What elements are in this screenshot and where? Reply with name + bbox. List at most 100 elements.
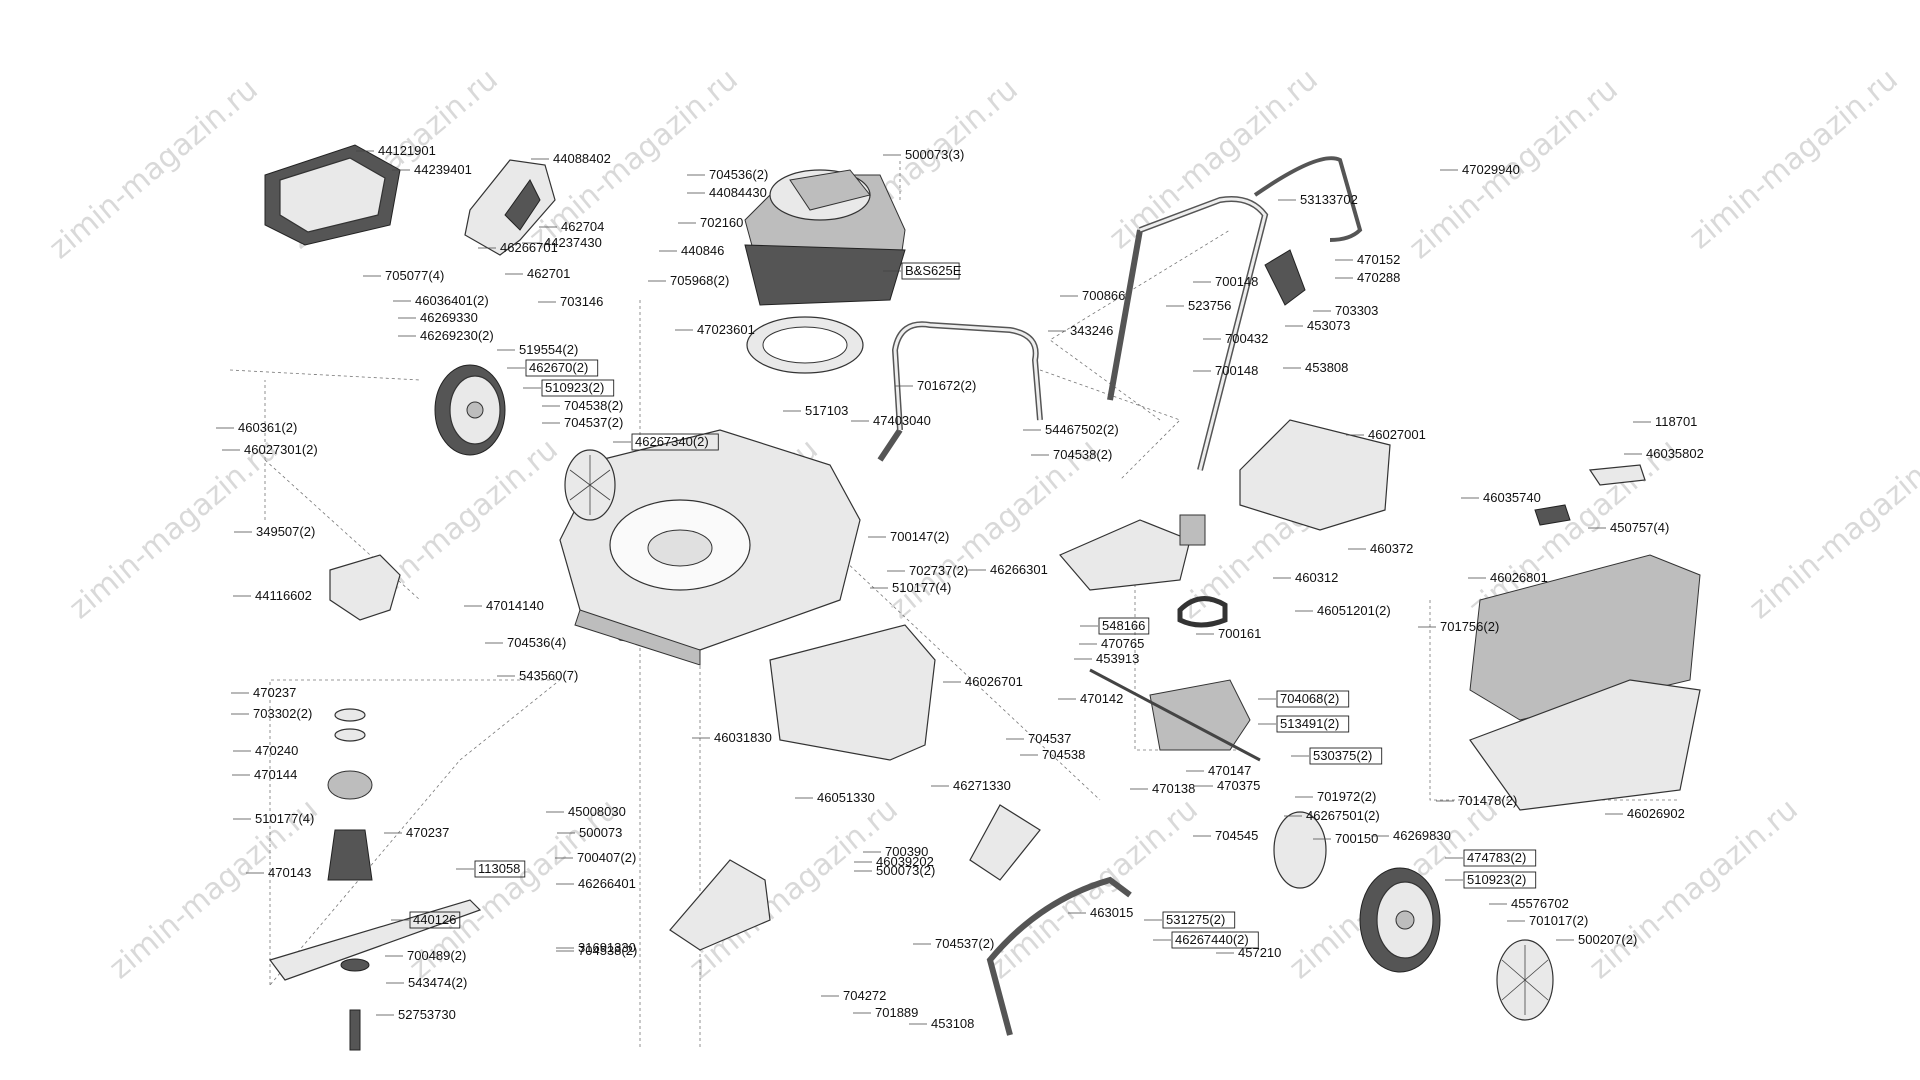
part-number-box xyxy=(1463,871,1537,889)
part-number-label: 46267340(2) xyxy=(635,434,709,449)
part-number-label: 47023601 xyxy=(697,322,755,337)
rear-flap xyxy=(464,159,556,256)
part-number-label: 46267440(2) xyxy=(1175,932,1249,947)
part-number-label: 470138 xyxy=(1152,781,1195,796)
hubcap-rear xyxy=(1496,939,1554,1021)
part-number-label: 46031830 xyxy=(714,730,772,745)
part-number-label: 46026902 xyxy=(1627,806,1685,821)
part-number-label: 474783(2) xyxy=(1467,850,1526,865)
part-labels: 441219014423940144088402704536(2)4408443… xyxy=(216,143,1704,1031)
part-number-label: 343246 xyxy=(1070,323,1113,338)
mulch-plug xyxy=(669,859,771,951)
part-number-label: 470147 xyxy=(1208,763,1251,778)
part-number-label: 47403040 xyxy=(873,413,931,428)
grass-deflector xyxy=(1059,514,1206,591)
part-number-label: 44116602 xyxy=(255,588,312,603)
part-number-label: 44084430 xyxy=(709,185,767,200)
part-number-box xyxy=(901,262,960,280)
front-bumper xyxy=(329,554,401,621)
part-number-label: 470143 xyxy=(268,865,311,880)
part-number-label: 46269330 xyxy=(420,310,478,325)
part-number-label: 46036401(2) xyxy=(415,293,489,308)
blade-assembly xyxy=(269,708,482,1051)
part-number-label: 543560(7) xyxy=(519,668,578,683)
part-number-box xyxy=(1276,715,1350,733)
part-number-label: 44237430 xyxy=(544,235,602,250)
part-number-label: 531275(2) xyxy=(1166,912,1225,927)
part-number-box xyxy=(409,911,461,929)
part-number-label: 701972(2) xyxy=(1317,789,1376,804)
part-number-label: 704545 xyxy=(1215,828,1258,843)
part-number-label: 700866 xyxy=(1082,288,1125,303)
lower-handle xyxy=(877,321,1043,462)
engine xyxy=(744,169,906,306)
part-number-label: 548166 xyxy=(1102,618,1145,633)
part-number-label: 510177(4) xyxy=(892,580,951,595)
part-number-label: 519554(2) xyxy=(519,342,578,357)
part-number-label: 453073 xyxy=(1307,318,1350,333)
part-number-label: 510177(4) xyxy=(255,811,314,826)
part-number-label: 700148 xyxy=(1215,363,1258,378)
part-number-label: 701672(2) xyxy=(917,378,976,393)
part-number-label: 46266701 xyxy=(500,240,558,255)
part-number-label: 704538(2) xyxy=(564,398,623,413)
part-number-label: 44121901 xyxy=(378,143,436,158)
part-number-label: 46039202 xyxy=(876,854,934,869)
part-number-label: 31691330 xyxy=(578,940,636,955)
rear-wheel xyxy=(1359,867,1441,973)
rear-chute xyxy=(769,624,936,761)
part-number-box xyxy=(474,860,526,878)
hubcap-left xyxy=(564,449,616,521)
part-number-label: B&S625E xyxy=(905,263,962,278)
part-number-label: 510923(2) xyxy=(1467,872,1526,887)
part-number-label: 45008030 xyxy=(568,804,626,819)
part-number-label: 52753730 xyxy=(398,1007,456,1022)
part-number-label: 457210 xyxy=(1238,945,1281,960)
part-number-label: 701017(2) xyxy=(1529,913,1588,928)
part-number-label: 704068(2) xyxy=(1280,691,1339,706)
watermark-text: zimin-magazin.ru xyxy=(1743,432,1920,626)
part-number-label: 349507(2) xyxy=(256,524,315,539)
part-number-label: 462704 xyxy=(561,219,604,234)
part-number-box xyxy=(1276,690,1350,708)
part-number-label: 118701 xyxy=(1655,414,1697,429)
part-number-label: 704538 xyxy=(1042,747,1085,762)
part-number-label: 702160 xyxy=(700,215,743,230)
part-number-label: 703302(2) xyxy=(253,706,312,721)
part-number-label: 700432 xyxy=(1225,331,1268,346)
part-number-label: 705077(4) xyxy=(385,268,444,283)
part-number-label: 46051330 xyxy=(817,790,875,805)
part-number-label: 517103 xyxy=(805,403,848,418)
part-number-label: 46269230(2) xyxy=(420,328,494,343)
part-number-label: 530375(2) xyxy=(1313,748,1372,763)
part-number-label: 703146 xyxy=(560,294,603,309)
part-number-label: 704272 xyxy=(843,988,886,1003)
bag-frame-top xyxy=(1239,419,1391,531)
drive-belt xyxy=(1177,596,1228,628)
part-number-box xyxy=(1162,911,1236,929)
part-number-label: 700390 xyxy=(885,844,928,859)
part-number-label: 513491(2) xyxy=(1280,716,1339,731)
part-number-label: 453808 xyxy=(1305,360,1348,375)
part-number-label: 701756(2) xyxy=(1440,619,1499,634)
part-number-label: 704538(2) xyxy=(1053,447,1112,462)
engine-gasket xyxy=(746,316,864,374)
part-number-label: 500073 xyxy=(579,825,622,840)
watermark-text: zimin-magazin.ru xyxy=(63,432,285,626)
part-number-label: 510923(2) xyxy=(545,380,604,395)
part-number-label: 46035802 xyxy=(1646,446,1704,461)
part-number-label: 460312 xyxy=(1295,570,1338,585)
part-number-label: 470237 xyxy=(253,685,296,700)
upper-handle xyxy=(1107,196,1269,471)
part-number-label: 462701 xyxy=(527,266,570,281)
bag-cover-plate xyxy=(1534,464,1646,526)
part-number-box xyxy=(1171,931,1259,949)
part-number-box xyxy=(1463,849,1537,867)
part-number-label: 46266301 xyxy=(990,562,1048,577)
grass-catcher xyxy=(1469,554,1701,811)
watermark-text: zimin-magazin.ru xyxy=(1683,62,1905,256)
part-number-label: 500073(3) xyxy=(905,147,964,162)
part-number-label: 46035740 xyxy=(1483,490,1541,505)
part-number-label: 47014140 xyxy=(486,598,544,613)
